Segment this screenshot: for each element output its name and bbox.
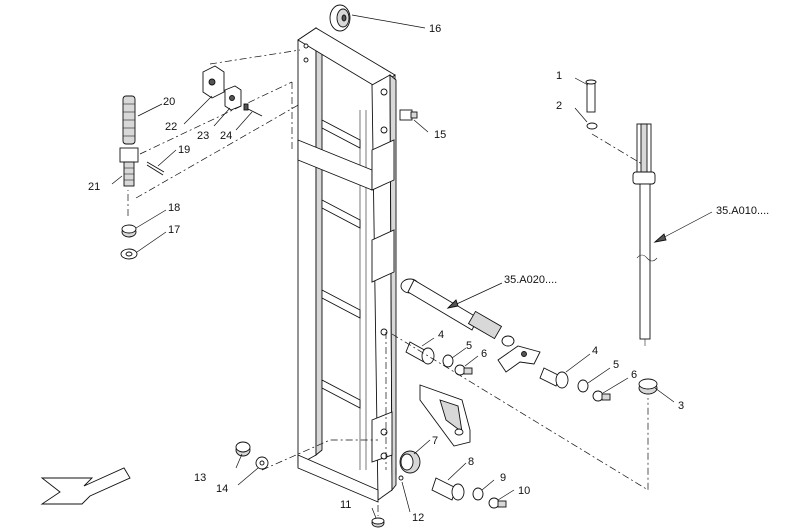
lift-cylinder — [632, 123, 658, 346]
chain-anchor-bolt — [119, 147, 139, 187]
bolt-10 — [488, 497, 507, 509]
callout-4a: 4 — [438, 329, 444, 341]
callout-labels: 16 1 2 3 4 5 6 4 5 6 7 8 9 10 11 12 13 1… — [88, 23, 769, 524]
pin-4-left — [405, 341, 435, 365]
nut-18 — [121, 224, 137, 238]
assembly-lines — [127, 49, 649, 516]
ref-35-A020: 35.A020.... — [504, 274, 557, 286]
washer-17 — [120, 248, 138, 260]
pin-4-right — [539, 367, 569, 389]
callout-3: 3 — [678, 400, 684, 412]
bolt-6-right — [592, 390, 611, 402]
washer-5-right — [577, 379, 589, 393]
top-pulley — [329, 4, 351, 32]
callout-1: 1 — [556, 70, 562, 82]
callout-18: 18 — [168, 202, 180, 214]
leader-lines — [111, 14, 713, 519]
small-pin-12 — [398, 475, 404, 481]
roller-13 — [235, 441, 251, 457]
callout-5b: 5 — [613, 359, 619, 371]
pin-1 — [585, 79, 597, 113]
split-pin — [146, 161, 165, 176]
callout-14: 14 — [216, 483, 228, 495]
anchor-plate — [202, 65, 225, 99]
callout-17: 17 — [168, 224, 180, 236]
direction-arrow-icon — [40, 467, 131, 505]
anchor-screw — [243, 103, 263, 117]
callout-11: 11 — [340, 499, 351, 511]
washer-2 — [586, 122, 598, 130]
callout-19: 19 — [178, 144, 190, 156]
mounting-bracket — [419, 384, 471, 447]
washer-9 — [472, 487, 484, 501]
callout-13: 13 — [194, 472, 206, 484]
lift-chain — [122, 95, 136, 145]
callout-9: 9 — [500, 472, 506, 484]
callout-7: 7 — [432, 435, 438, 447]
bolt-6-left — [454, 364, 473, 376]
callout-23: 23 — [197, 130, 209, 142]
washer-5-left — [442, 354, 454, 368]
callout-20: 20 — [163, 96, 175, 108]
tie-rod — [400, 278, 515, 347]
cylinder-foot — [638, 378, 658, 395]
callout-6b: 6 — [631, 369, 637, 381]
nut-11 — [371, 517, 385, 528]
washer-14 — [255, 456, 269, 470]
callout-21: 21 — [88, 181, 100, 193]
callout-6a: 6 — [481, 348, 487, 360]
callout-16: 16 — [429, 23, 441, 35]
callout-5a: 5 — [466, 340, 472, 352]
callout-2: 2 — [556, 100, 562, 112]
pin-8 — [431, 477, 465, 501]
mast-frame — [297, 27, 397, 503]
anchor-bracket — [224, 85, 242, 111]
callout-22: 22 — [165, 121, 177, 133]
callout-15: 15 — [434, 129, 446, 141]
grease-fitting — [399, 109, 418, 121]
callout-8: 8 — [468, 456, 474, 468]
roller-7 — [399, 450, 421, 474]
callout-24: 24 — [220, 130, 232, 142]
callout-4b: 4 — [592, 345, 598, 357]
ref-35-A010: 35.A010.... — [716, 205, 769, 217]
callout-12: 12 — [412, 512, 424, 524]
lever-bracket — [497, 345, 541, 373]
callout-10: 10 — [518, 485, 530, 497]
